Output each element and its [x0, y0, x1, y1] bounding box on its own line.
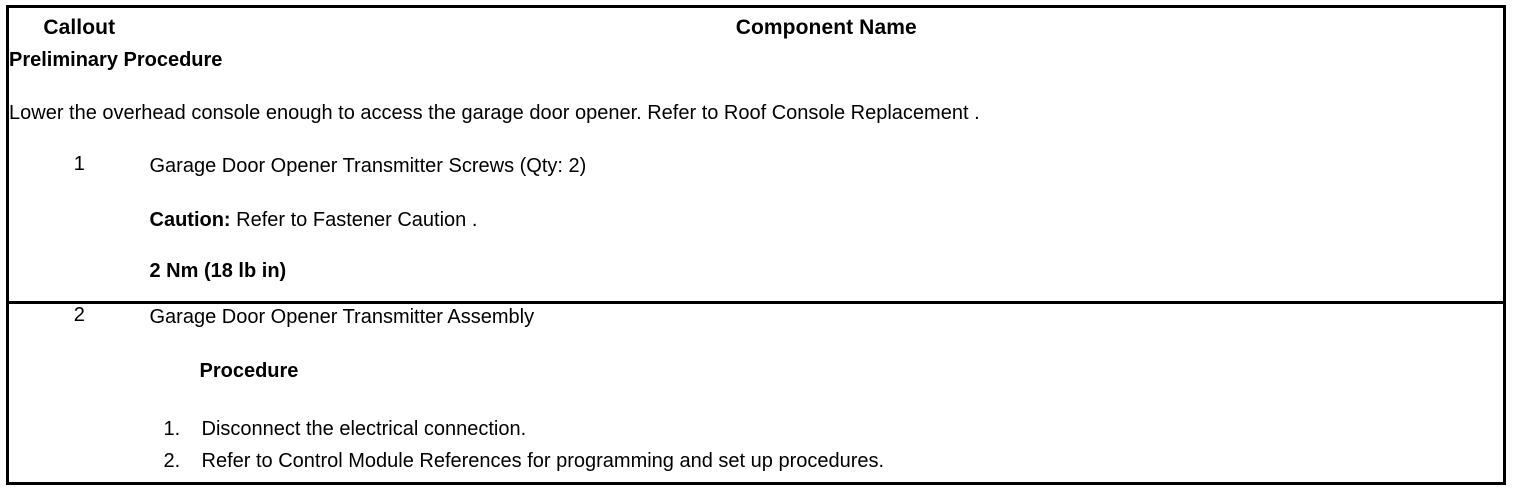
step-number-2: 2. [163, 449, 181, 472]
component-detail-cell-1: Garage Door Opener Transmitter Screws (Q… [149, 153, 1505, 304]
list-item: 1. Disconnect the electrical connection. [150, 413, 1504, 445]
preliminary-procedure-cell: Preliminary Procedure Lower the overhead… [7, 47, 1505, 153]
component-name-2: Garage Door Opener Transmitter Assembly [149, 305, 535, 328]
column-header-component-name: Component Name [149, 6, 1505, 47]
list-item: 2. Refer to Control Module References for… [150, 445, 1504, 477]
procedure-step-list: 1.Disconnect the electrical connection. … [150, 413, 1504, 477]
caution-note-1: Caution: Refer to Fastener Caution . [150, 207, 1504, 234]
preliminary-procedure-text: Lower the overhead console enough to acc… [9, 102, 980, 124]
table-row: 1 Garage Door Opener Transmitter Screws … [7, 153, 1505, 304]
preliminary-procedure-title: Preliminary Procedure [9, 49, 223, 71]
component-name-1: Garage Door Opener Transmitter Screws (Q… [149, 155, 587, 177]
caution-reference-text: Refer to Fastener Caution . [230, 209, 478, 231]
callout-number-2: 2 [7, 302, 150, 483]
caution-label: Caution: [149, 209, 231, 231]
table-header-row: Callout Component Name [7, 6, 1505, 47]
step-text-1: Disconnect the electrical connection. [201, 417, 527, 440]
component-table: Callout Component Name Preliminary Proce… [6, 5, 1506, 485]
step-text-2: Refer to Control Module References for p… [201, 449, 885, 472]
column-header-callout: Callout [7, 6, 150, 47]
torque-specification-1: 2 Nm (18 lb in) [149, 260, 287, 282]
callout-number-1: 1 [7, 153, 150, 304]
step-number-1: 1. [163, 417, 181, 440]
table-row: 2 Garage Door Opener Transmitter Assembl… [7, 302, 1505, 483]
preliminary-procedure-row: Preliminary Procedure Lower the overhead… [7, 47, 1505, 153]
component-detail-cell-2: Garage Door Opener Transmitter Assembly … [149, 302, 1505, 483]
procedure-heading: Procedure [199, 359, 299, 382]
